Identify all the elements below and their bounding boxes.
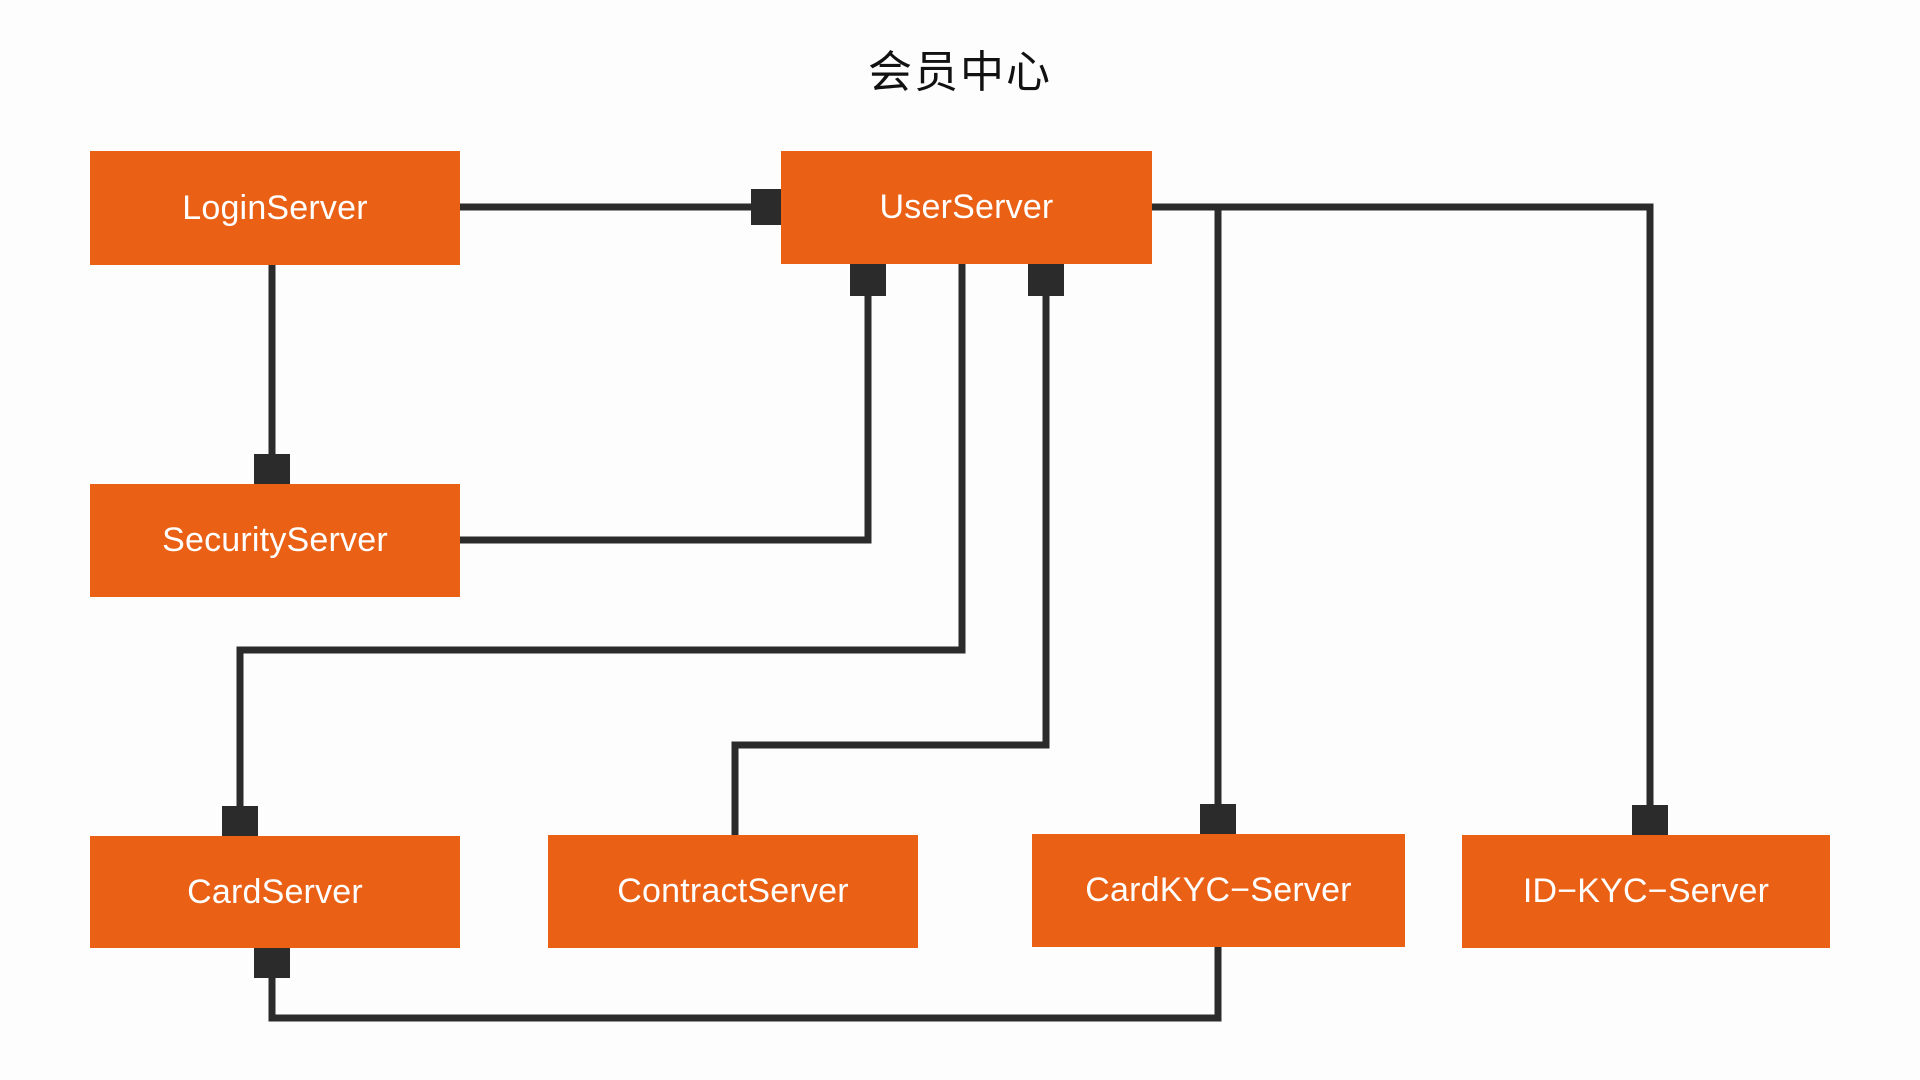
node-label-security: SecurityServer [162,521,388,559]
edge-contract-to-user [731,272,1046,835]
node-label-user: UserServer [879,188,1054,226]
node-user[interactable]: UserServer [781,151,1152,264]
node-label-contract: ContractServer [617,872,849,910]
edge-cardkyc-to-card [272,947,1222,1022]
edge-user-to-idkyc [1218,203,1650,829]
node-idkyc[interactable]: ID−KYC−Server [1462,835,1830,948]
node-label-idkyc: ID−KYC−Server [1522,872,1770,910]
node-cardkyc[interactable]: CardKYC−Server [1032,834,1405,947]
page-title: 会员中心 [868,47,1052,98]
node-contract[interactable]: ContractServer [548,835,918,948]
node-login[interactable]: LoginServer [90,151,460,265]
edge-user-to-cardkyc [1152,203,1218,828]
node-card[interactable]: CardServer [90,836,460,948]
node-label-login: LoginServer [182,188,368,227]
node-label-card: CardServer [187,872,363,911]
edge-security-to-user [460,272,868,544]
node-label-cardkyc: CardKYC−Server [1085,871,1352,909]
node-security[interactable]: SecurityServer [90,484,460,597]
